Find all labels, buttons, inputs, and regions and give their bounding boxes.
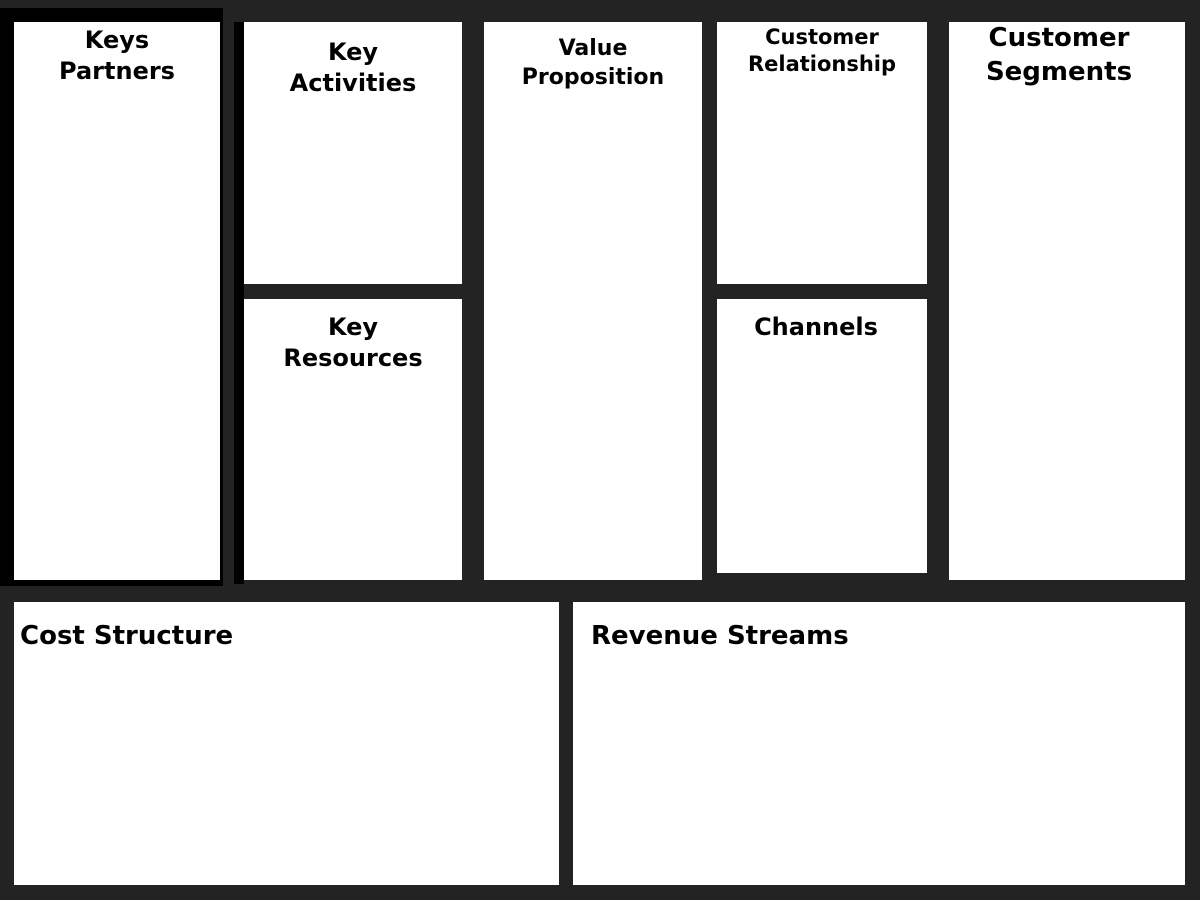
key-resources-block: Key Resources: [244, 299, 462, 580]
revenue-streams-title: Revenue Streams: [591, 620, 849, 654]
customer-relationship-title-line-1: Customer: [765, 25, 879, 49]
key-partners-title-line-2: Partners: [59, 57, 175, 86]
frame-edge-bottom: [0, 580, 222, 586]
customer-relationship-block: Customer Relationship: [717, 22, 927, 284]
customer-segments-title: Customer Segments: [949, 22, 1169, 90]
value-proposition-block: Value Proposition: [484, 22, 702, 580]
key-activities-block: Key Activities: [244, 22, 462, 284]
key-activities-title-line-1: Key: [327, 38, 379, 66]
customer-segments-title-line-1: Customer: [988, 23, 1130, 53]
customer-relationship-title: Customer Relationship: [717, 24, 927, 79]
cost-structure-block: Cost Structure: [14, 602, 559, 885]
cost-structure-title: Cost Structure: [20, 620, 233, 654]
customer-segments-title-line-2: Segments: [985, 56, 1133, 87]
value-proposition-title-line-2: Proposition: [521, 64, 665, 90]
key-partners-title: Keys Partners: [14, 25, 220, 87]
key-resources-title-line-2: Resources: [283, 344, 423, 373]
value-proposition-title-line-1: Value: [558, 36, 628, 61]
key-resources-title: Key Resources: [244, 312, 462, 374]
revenue-streams-title-line-1: Revenue Streams: [591, 621, 849, 651]
channels-title-line-1: Channels: [754, 313, 878, 341]
revenue-streams-block: Revenue Streams: [573, 602, 1185, 885]
key-resources-title-line-1: Key: [327, 313, 379, 341]
frame-edge-divider: [234, 22, 244, 584]
frame-edge-left: [0, 8, 14, 586]
channels-title: Channels: [717, 312, 915, 343]
frame-edge-right: [220, 8, 223, 586]
value-proposition-title: Value Proposition: [484, 35, 702, 92]
customer-relationship-title-line-2: Relationship: [747, 52, 897, 77]
key-activities-title: Key Activities: [244, 37, 462, 99]
key-partners-title-line-1: Keys: [84, 26, 150, 54]
frame-edge-top: [0, 8, 222, 22]
cost-structure-title-line-1: Cost Structure: [20, 621, 234, 651]
key-activities-title-line-2: Activities: [289, 69, 417, 98]
customer-segments-block: Customer Segments: [949, 22, 1185, 580]
key-partners-block: Keys Partners: [14, 22, 220, 580]
channels-block: Channels: [717, 299, 927, 573]
